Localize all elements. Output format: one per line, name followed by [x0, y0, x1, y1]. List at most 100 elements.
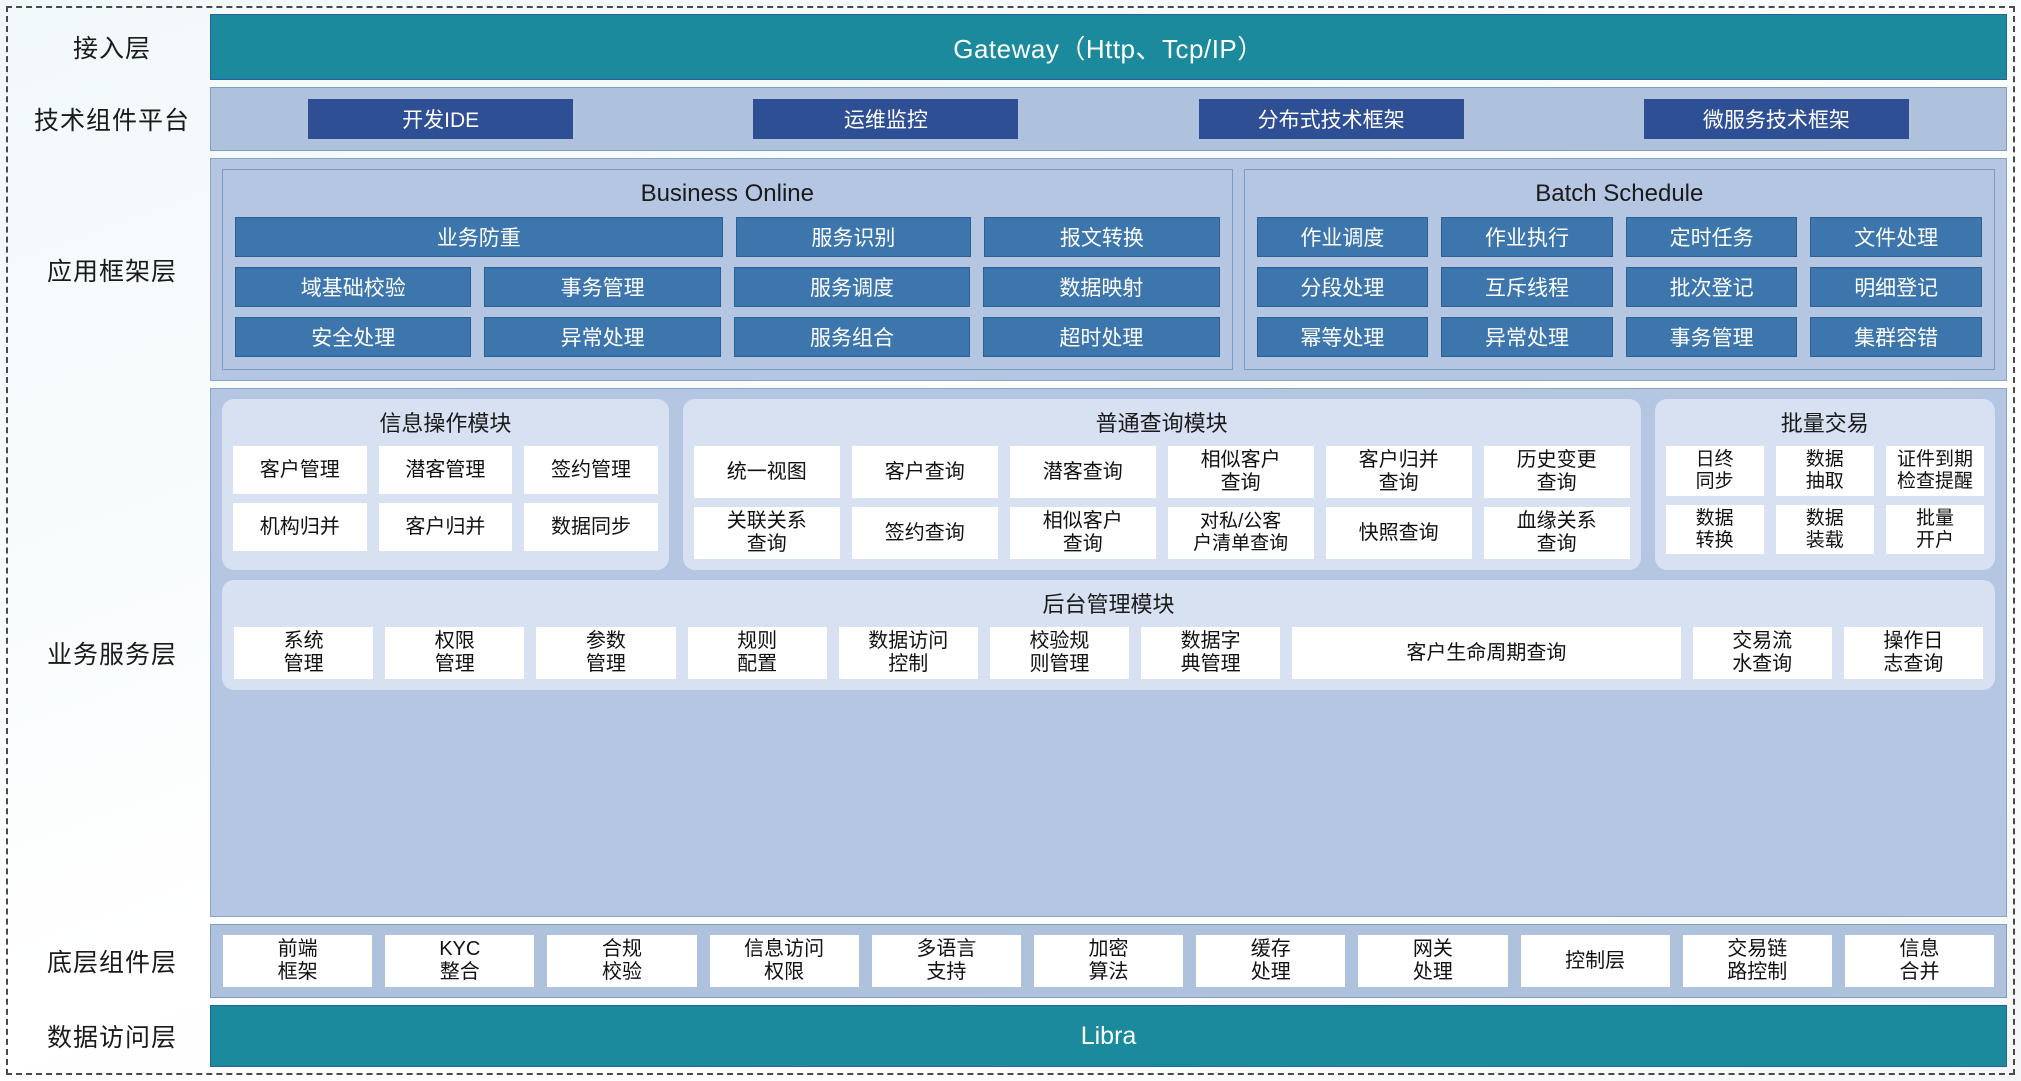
group-batch-schedule: Batch Schedule 作业调度 作业执行 定时任务 文件处理 分段处理 …	[1243, 169, 1995, 370]
fw-item-domain-basic-validation[interactable]: 域基础校验	[235, 267, 472, 307]
fw-item-job-scheduling[interactable]: 作业调度	[1256, 217, 1429, 257]
tech-item-ops-monitor[interactable]: 运维监控	[753, 99, 1019, 139]
layer-tech-platform: 技术组件平台 开发IDE 运维监控 分布式技术框架 微服务技术框架	[14, 87, 2007, 151]
cell-history-change-query[interactable]: 历史变更 查询	[1483, 446, 1630, 498]
framework-row: 作业调度 作业执行 定时任务 文件处理	[1256, 217, 1982, 257]
layer-data-access: 数据访问层 Libra	[14, 1005, 2007, 1067]
cell-batch-account-open[interactable]: 批量 开户	[1885, 504, 1985, 555]
cell-parameter-management[interactable]: 参数 管理	[536, 627, 676, 679]
fw-item-job-execution[interactable]: 作业执行	[1441, 217, 1613, 257]
fw-item-cluster-fault-tolerance[interactable]: 集群容错	[1810, 317, 1982, 357]
layer-label-app-framework: 应用框架层	[46, 257, 177, 286]
module-title-admin-management: 后台管理模块	[1042, 592, 1175, 617]
layer-body-business-service: 信息操作模块 客户管理 潜客管理 签约管理 机构归并 客户归并 数据同步	[210, 388, 2007, 917]
layer-label-tech-platform: 技术组件平台	[33, 107, 190, 135]
layer-body-tech-platform: 开发IDE 运维监控 分布式技术框架 微服务技术框架	[210, 87, 2007, 151]
cell-validation-rule-management[interactable]: 校验规 则管理	[989, 627, 1130, 679]
fw-item-service-identify[interactable]: 服务识别	[735, 217, 972, 257]
fw-item-data-mapping[interactable]: 数据映射	[983, 267, 1220, 307]
fw-item-business-dedup[interactable]: 业务防重	[235, 217, 723, 257]
cell-unified-view[interactable]: 统一视图	[693, 446, 840, 498]
cell-customer-lifecycle-query[interactable]: 客户生命周期查询	[1292, 627, 1681, 679]
framework-row: 安全处理 异常处理 服务组合 超时处理	[235, 317, 1220, 357]
cell-data-access-control[interactable]: 数据访问 控制	[838, 627, 978, 679]
layer-label-access: 接入层	[72, 35, 151, 63]
tech-item-distributed-framework[interactable]: 分布式技术框架	[1198, 99, 1464, 139]
tech-platform-container: 开发IDE 运维监控 分布式技术框架 微服务技术框架	[210, 87, 2007, 151]
layer-app-framework: 应用框架层 Business Online 业务防重 服务识别 报文转换 域基础…	[14, 158, 2007, 381]
cell-control-layer[interactable]: 控制层	[1520, 935, 1670, 987]
fw-item-security-handling[interactable]: 安全处理	[235, 317, 472, 357]
fw-item-batch-registration[interactable]: 批次登记	[1625, 267, 1798, 307]
tech-item-ide[interactable]: 开发IDE	[308, 99, 574, 139]
cell-eod-sync[interactable]: 日终 同步	[1665, 446, 1764, 496]
group-title-batch-schedule: Batch Schedule	[1535, 180, 1704, 207]
cell-prospect-query[interactable]: 潜客查询	[1009, 446, 1156, 498]
cell-kyc-integration[interactable]: KYC 整合	[385, 935, 535, 987]
layer-body-data-access: Libra	[210, 1005, 2007, 1067]
gateway-bar: Gateway（Http、Tcp/IP）	[210, 14, 2007, 80]
fw-item-segment-processing[interactable]: 分段处理	[1256, 267, 1429, 307]
layer-label-business-service: 业务服务层	[46, 640, 177, 669]
cell-relationship-query[interactable]: 关联关系 查询	[693, 507, 840, 559]
layer-body-app-framework: Business Online 业务防重 服务识别 报文转换 域基础校验 事务管…	[210, 158, 2007, 381]
fw-item-exception-handling-batch[interactable]: 异常处理	[1441, 317, 1613, 357]
tech-slot: 分布式技术框架	[1116, 99, 1547, 139]
cell-contract-management[interactable]: 签约管理	[524, 446, 658, 494]
cell-compliance-validation[interactable]: 合规 校验	[547, 935, 697, 987]
cell-customer-merge-query[interactable]: 客户归并 查询	[1325, 446, 1472, 498]
cell-transaction-flow-query[interactable]: 交易流 水查询	[1692, 627, 1832, 679]
module-batch-transaction: 批量交易 日终 同步 数据 抽取 证件到期 检查提醒 数据 转换 数据 装载 批…	[1654, 399, 1995, 570]
cell-similar-customer-query[interactable]: 相似客户 查询	[1167, 446, 1314, 498]
fw-item-exception-handling[interactable]: 异常处理	[484, 317, 721, 357]
fw-item-detail-registration[interactable]: 明细登记	[1810, 267, 1982, 307]
cell-operation-log-query[interactable]: 操作日 志查询	[1843, 627, 1983, 679]
cell-data-transform[interactable]: 数据 转换	[1665, 504, 1764, 555]
cell-data-sync[interactable]: 数据同步	[524, 503, 658, 551]
cell-data-load[interactable]: 数据 装载	[1775, 504, 1874, 555]
cell-cache-processing[interactable]: 缓存 处理	[1196, 935, 1346, 987]
module-row: 客户管理 潜客管理 签约管理	[233, 446, 658, 494]
fw-item-message-transform[interactable]: 报文转换	[984, 217, 1220, 257]
cell-similar-customer-query-2[interactable]: 相似客户 查询	[1009, 507, 1156, 559]
cell-retail-corporate-list-query[interactable]: 对私/公客 户清单查询	[1167, 507, 1314, 559]
fw-item-transaction-management-batch[interactable]: 事务管理	[1625, 317, 1798, 357]
fw-item-service-composition[interactable]: 服务组合	[733, 317, 971, 357]
cell-certificate-expiry-reminder[interactable]: 证件到期 检查提醒	[1885, 446, 1985, 496]
cell-data-dictionary-management[interactable]: 数据字 典管理	[1141, 627, 1281, 679]
fw-item-scheduled-task[interactable]: 定时任务	[1625, 217, 1798, 257]
cell-permission-management[interactable]: 权限 管理	[385, 627, 525, 679]
cell-contract-query[interactable]: 签约查询	[851, 507, 998, 559]
cell-prospect-management[interactable]: 潜客管理	[378, 446, 513, 494]
cell-org-merge[interactable]: 机构归并	[233, 503, 367, 551]
cell-customer-management[interactable]: 客户管理	[233, 446, 367, 494]
framework-row: 幂等处理 异常处理 事务管理 集群容错	[1256, 317, 1982, 357]
cell-data-extract[interactable]: 数据 抽取	[1775, 446, 1874, 496]
cell-encryption-algorithm[interactable]: 加密 算法	[1033, 935, 1184, 987]
cell-info-access-permission[interactable]: 信息访问 权限	[709, 935, 859, 987]
fw-item-mutex-thread[interactable]: 互斥线程	[1441, 267, 1613, 307]
cell-multilanguage-support[interactable]: 多语言 支持	[871, 935, 1021, 987]
cell-information-merge[interactable]: 信息 合并	[1844, 935, 1995, 987]
cell-snapshot-query[interactable]: 快照查询	[1325, 507, 1472, 559]
cell-system-management[interactable]: 系统 管理	[234, 627, 374, 679]
fw-item-transaction-management[interactable]: 事务管理	[484, 267, 721, 307]
diagram-layout: 接入层 Gateway（Http、Tcp/IP） 技术组件平台 开发IDE 运维…	[14, 14, 2007, 1067]
fw-item-timeout-handling[interactable]: 超时处理	[983, 317, 1220, 357]
cell-customer-query[interactable]: 客户查询	[851, 446, 998, 498]
fw-item-idempotent-processing[interactable]: 幂等处理	[1256, 317, 1429, 357]
module-title-batch-transaction: 批量交易	[1780, 411, 1869, 436]
cell-kinship-relation-query[interactable]: 血缘关系 查询	[1483, 507, 1630, 559]
tech-slot: 开发IDE	[225, 99, 656, 139]
fw-item-file-processing[interactable]: 文件处理	[1810, 217, 1982, 257]
layer-business-service: 业务服务层 信息操作模块 客户管理 潜客管理 签约管理	[14, 388, 2007, 917]
layer-label-data-access: 数据访问层	[46, 1024, 177, 1052]
cell-frontend-framework[interactable]: 前端 框架	[223, 935, 373, 987]
cell-transaction-chain-control[interactable]: 交易链 路控制	[1682, 935, 1832, 987]
cell-rule-configuration[interactable]: 规则 配置	[687, 627, 827, 679]
cell-gateway-processing[interactable]: 网关 处理	[1358, 935, 1508, 987]
tech-item-microservice-framework[interactable]: 微服务技术框架	[1643, 99, 1909, 139]
cell-customer-merge[interactable]: 客户归并	[378, 503, 513, 551]
fw-item-service-scheduling[interactable]: 服务调度	[733, 267, 971, 307]
